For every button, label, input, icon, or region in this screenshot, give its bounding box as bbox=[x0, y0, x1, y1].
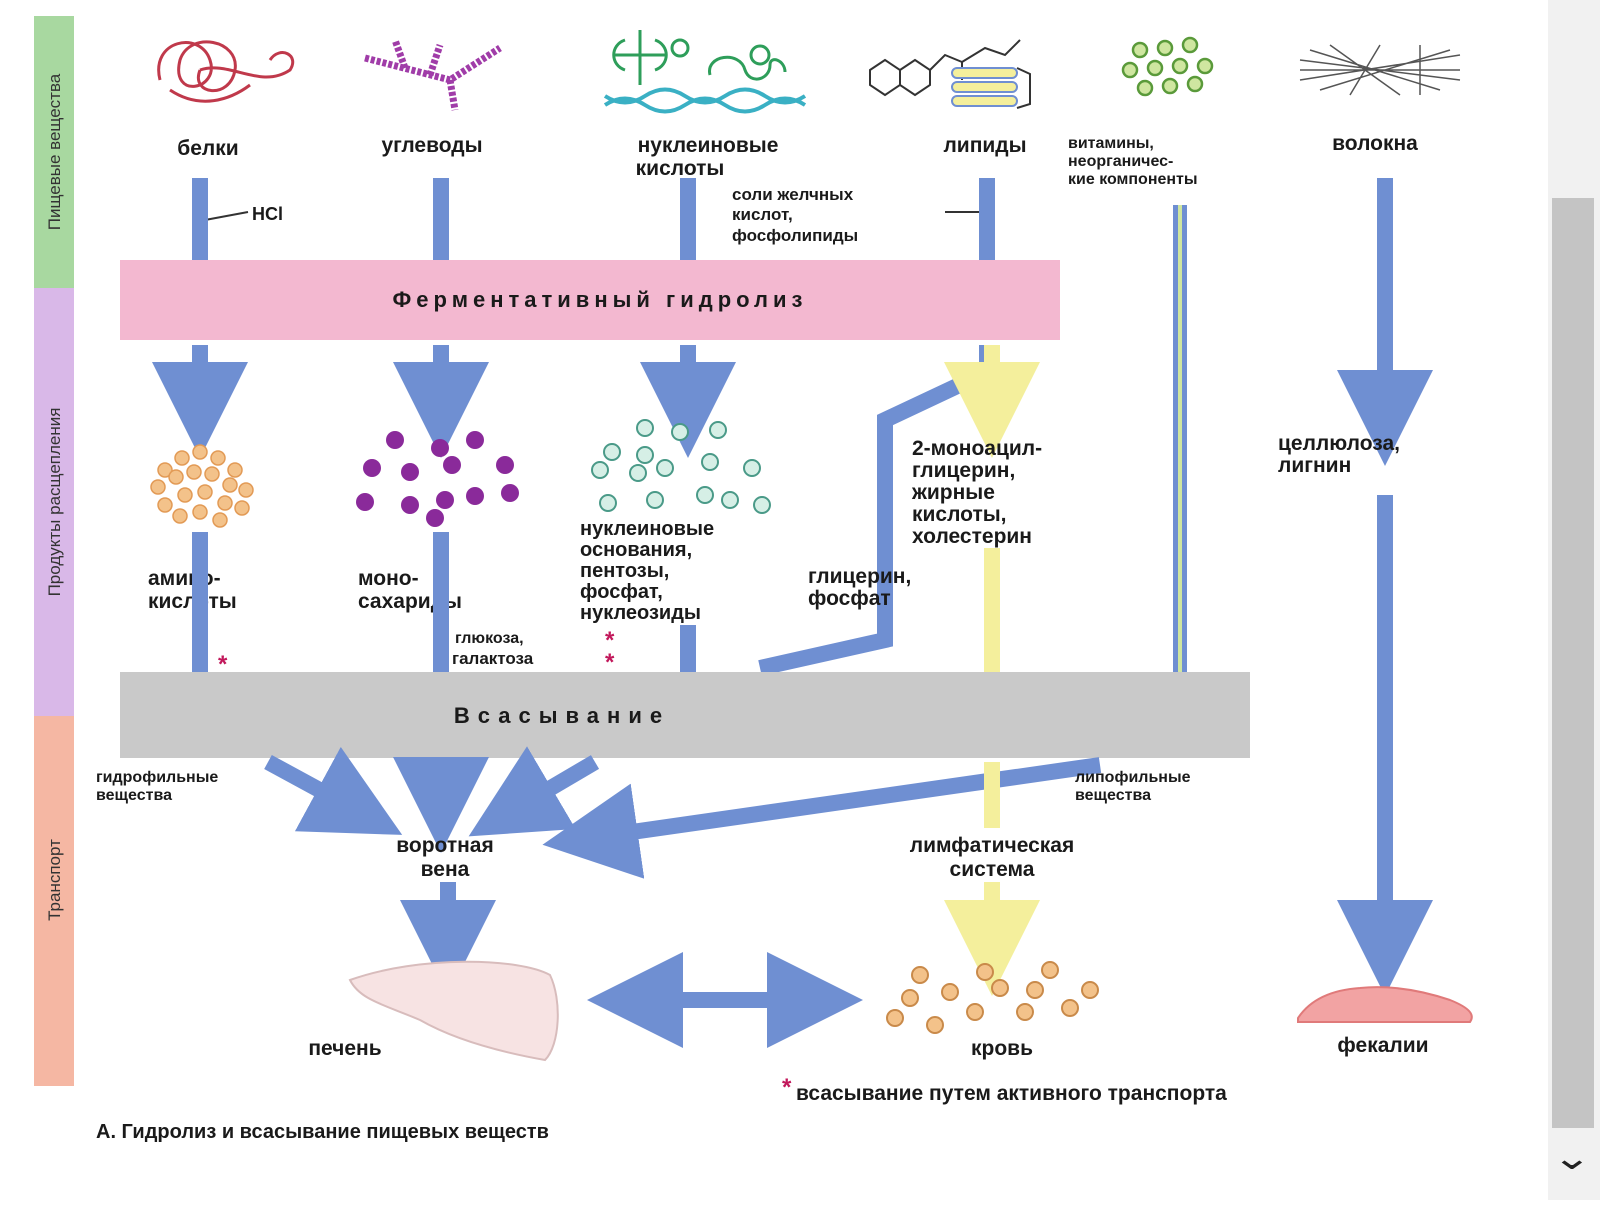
nutrient-labels: белки углеводы нуклеиновые кислоты липид… bbox=[177, 132, 1418, 188]
monoacyl-label-5: холестерин bbox=[912, 525, 1032, 548]
arrows-transport bbox=[264, 746, 1102, 1048]
mono-label-1: моно- bbox=[358, 567, 419, 590]
figure-caption: А. Гидролиз и всасывание пищевых веществ bbox=[96, 1121, 549, 1143]
footnote-text: всасывание путем активного транспорта bbox=[796, 1082, 1227, 1105]
hcl-label: HCl bbox=[252, 204, 283, 224]
amino-label-1: амино- bbox=[148, 567, 221, 590]
star-amino: * bbox=[218, 651, 228, 678]
nucleic-label-2: кислоты bbox=[636, 157, 725, 180]
nucleotide-icon bbox=[591, 419, 771, 514]
cellulose-label-1: целлюлоза, bbox=[1278, 432, 1400, 455]
feces-icon bbox=[1297, 986, 1473, 1023]
transport-band-label: Транспорт bbox=[45, 839, 64, 921]
lymph-label-2: система bbox=[950, 858, 1035, 881]
reagents: HCl соли желчных кислот, фосфолипиды bbox=[204, 185, 982, 245]
arrows-lower-middle bbox=[192, 495, 1433, 996]
nucleo-label-2: основания, bbox=[580, 539, 692, 561]
vertical-scrollbar[interactable]: ⌄ bbox=[1548, 0, 1600, 1200]
hydrolysis-band bbox=[120, 260, 1060, 340]
vitamins-label-3: кие компоненты bbox=[1068, 171, 1198, 188]
product-labels: амино- кислоты моно- сахариды глюкоза, г… bbox=[148, 432, 1400, 668]
food-band-label: Пищевые вещества bbox=[45, 73, 64, 230]
blood-label: кровь bbox=[971, 1037, 1033, 1060]
liver-label: печень bbox=[308, 1037, 381, 1060]
cellulose-label-2: лигнин bbox=[1278, 454, 1351, 477]
lymph-label-1: лимфатическая bbox=[910, 834, 1074, 857]
nucleo-label-4: фосфат, bbox=[580, 581, 663, 603]
nucleo-label-1: нуклеиновые bbox=[580, 518, 714, 540]
arrow-to-portal-right bbox=[468, 746, 600, 837]
destination-labels: печень кровь фекалии bbox=[308, 1034, 1428, 1060]
glucose-label-2: галактоза bbox=[452, 649, 534, 668]
transport-labels: гидрофильные вещества липофильные вещест… bbox=[96, 769, 1191, 881]
portal-label-2: вена bbox=[421, 858, 470, 881]
star-galactose: * bbox=[605, 649, 615, 676]
feces-label: фекалии bbox=[1337, 1034, 1428, 1057]
hydrophilic-label-2: вещества bbox=[96, 787, 172, 804]
hcl-connector bbox=[204, 211, 249, 221]
bile-label-2: кислот, bbox=[732, 205, 793, 224]
bile-label-3: фосфолипиды bbox=[732, 226, 858, 245]
arrow-to-portal-far bbox=[542, 757, 1102, 879]
footnote-star: * bbox=[782, 1074, 792, 1101]
nucleic-label-1: нуклеиновые bbox=[638, 134, 779, 157]
protein-icon bbox=[157, 40, 294, 103]
lipids-label: липиды bbox=[943, 134, 1026, 157]
hydrophilic-label-1: гидрофильные bbox=[96, 769, 218, 786]
glycerin-label-2: фосфат bbox=[808, 587, 891, 610]
scrollbar-thumb[interactable] bbox=[1552, 198, 1594, 1128]
arrows-upper bbox=[192, 178, 995, 262]
nucleo-label-3: пентозы, bbox=[580, 560, 669, 582]
star-markers: * * * bbox=[218, 627, 615, 678]
glycerin-label-1: глицерин, bbox=[808, 565, 911, 588]
carbohydrate-icon bbox=[364, 38, 502, 111]
arrow-to-portal-left bbox=[264, 746, 403, 835]
absorption-band bbox=[120, 672, 1250, 758]
absorption-label: Всасывание bbox=[454, 703, 670, 728]
products-band bbox=[34, 288, 74, 716]
liver-icon bbox=[348, 960, 559, 1062]
products-band-label: Продукты расщепления bbox=[45, 408, 64, 597]
monoacyl-label-3: жирные bbox=[911, 481, 995, 504]
side-bands: Пищевые вещества Продукты расщепления Тр… bbox=[34, 16, 74, 1086]
monoacyl-label-2: глицерин, bbox=[912, 459, 1015, 482]
vitamins-label-2: неорганичес- bbox=[1068, 153, 1173, 170]
lipophilic-label-2: вещества bbox=[1075, 787, 1151, 804]
carbs-label: углеводы bbox=[381, 134, 482, 157]
nucleic-acid-icon bbox=[603, 30, 807, 114]
fibers-label: волокна bbox=[1332, 132, 1418, 155]
vitamins-label-1: витамины, bbox=[1068, 135, 1154, 152]
glucose-label-1: глюкоза, bbox=[455, 630, 524, 647]
fiber-icon bbox=[1299, 44, 1461, 96]
food-band bbox=[34, 16, 74, 288]
bile-label-1: соли желчных bbox=[732, 185, 854, 204]
amino-acid-icon bbox=[150, 444, 254, 528]
nucleo-label-5: нуклеозиды bbox=[580, 602, 701, 624]
lipophilic-label-1: липофильные bbox=[1075, 769, 1191, 786]
blood-icon bbox=[886, 961, 1099, 1034]
monoacyl-label-1: 2-моноацил- bbox=[912, 437, 1042, 460]
monosaccharide-icon bbox=[356, 431, 519, 527]
transport-band bbox=[34, 716, 74, 1086]
portal-label-1: воротная bbox=[396, 834, 494, 857]
vitamin-icon bbox=[1121, 36, 1214, 97]
star-glucose: * bbox=[605, 627, 615, 654]
proteins-label: белки bbox=[177, 137, 238, 160]
hydrolysis-label: Ферментативный гидролиз bbox=[393, 287, 808, 312]
monoacyl-label-4: кислоты, bbox=[912, 503, 1007, 526]
chevron-down-icon[interactable]: ⌄ bbox=[1552, 1139, 1592, 1177]
lipid-icon bbox=[869, 39, 1031, 109]
